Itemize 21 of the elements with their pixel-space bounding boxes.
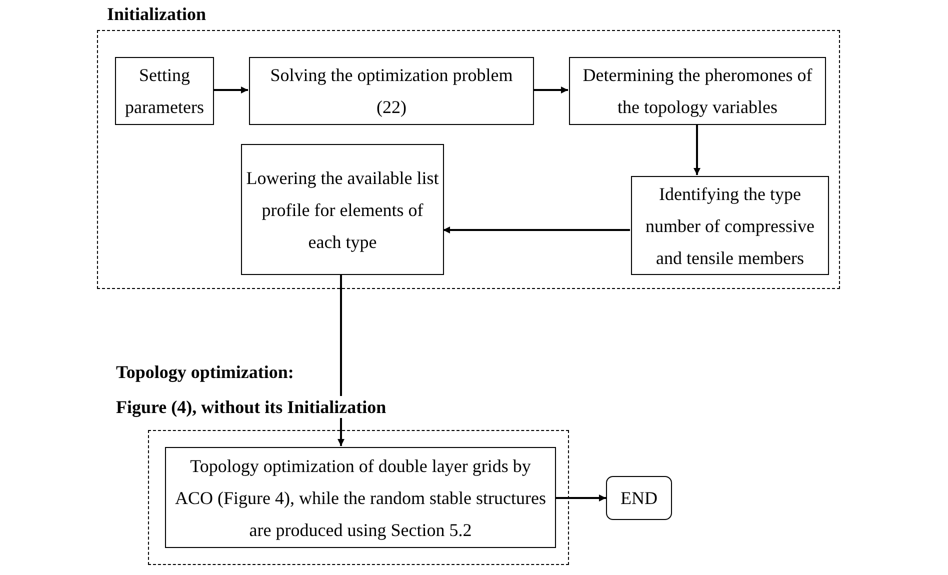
arrow (213, 86, 248, 94)
box-text: Identifying the type number of compressive and tensile members (644, 182, 816, 270)
box-text: END (620, 487, 658, 510)
box-text: Solving the optimization problem (22) (269, 64, 514, 119)
process-box (165, 447, 556, 548)
box-text: Determining the pheromones of the topology variables (582, 64, 814, 119)
terminal-box (606, 476, 672, 520)
process-box (631, 176, 829, 275)
arrow (443, 226, 630, 234)
group-heading: Figure (4), without its Initialization (114, 396, 388, 418)
process-box (249, 57, 534, 125)
arrow (694, 124, 700, 175)
arrow (338, 274, 344, 446)
box-text: Lowering the available list profile for elements of each type (245, 166, 440, 254)
arrow (555, 494, 606, 502)
process-box (569, 57, 826, 125)
arrow (533, 86, 568, 94)
process-box (115, 57, 214, 125)
box-text: Setting parameters (124, 64, 205, 119)
box-text: Topology optimization of double layer grids by ACO (Figure 4), while the random stable structures are produced using Section 5.2 (174, 454, 547, 542)
process-box (241, 144, 444, 275)
